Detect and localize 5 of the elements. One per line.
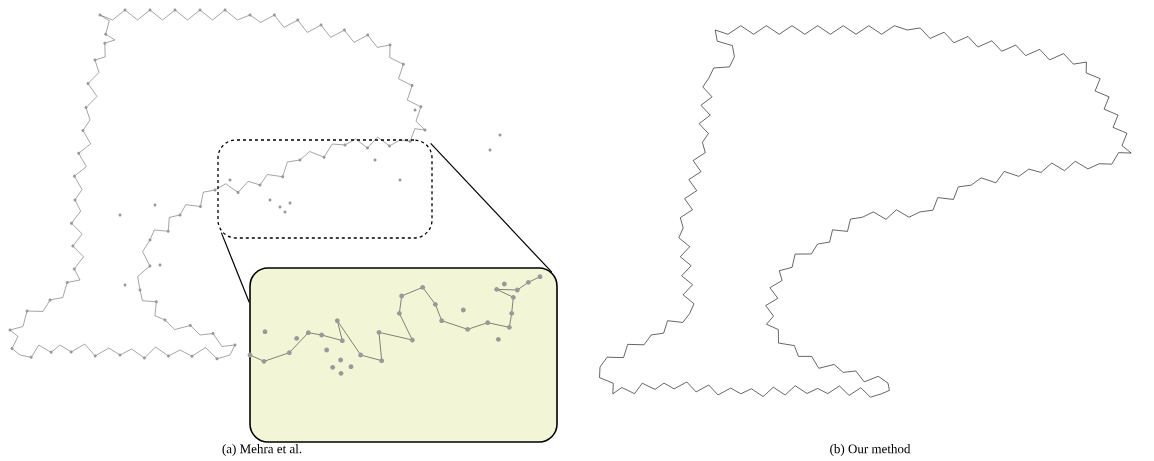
caption: (b) Our method [830, 444, 911, 456]
zoom-inset [249, 267, 558, 443]
dashed-region [217, 139, 433, 239]
caption: (a) Mehra et al. [222, 444, 302, 456]
zoom-line [220, 232, 250, 303]
